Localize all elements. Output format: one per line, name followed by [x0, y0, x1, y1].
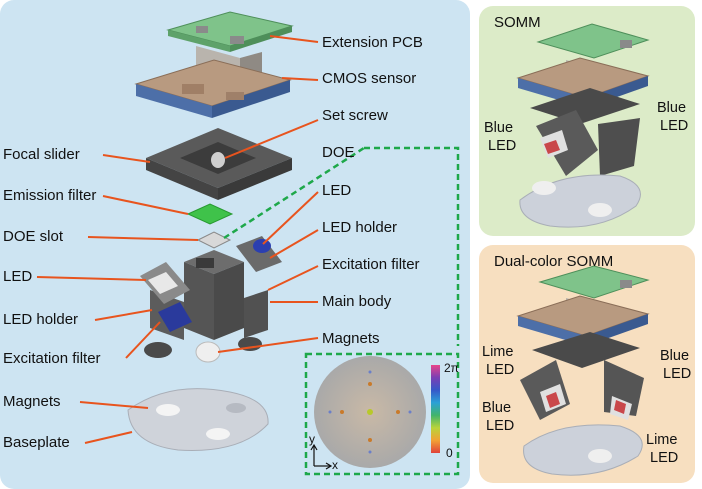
dual-label-lime-led-tl-line2: LED	[486, 362, 515, 378]
label-extension-pcb: Extension PCB	[322, 34, 423, 51]
label-cmos-sensor: CMOS sensor	[322, 70, 417, 87]
label-focal-slider: Focal slider	[3, 146, 80, 163]
dual-color-somm-assembled-device	[516, 265, 650, 476]
somm-assembled-device	[516, 23, 650, 228]
right-led-holder-part	[236, 236, 282, 272]
doe-slot-part	[196, 231, 232, 249]
dual-label-blue-led-tr-line2: LED	[663, 366, 692, 382]
label-excitation-filter-right: Excitation filter	[322, 256, 420, 273]
leader-lines	[36, 35, 319, 444]
label-set-screw: Set screw	[322, 107, 388, 124]
somm-label-blue-led-right-line1: Blue	[657, 100, 687, 116]
label-doe-slot: DOE slot	[3, 228, 64, 245]
left-led-holder-part	[140, 262, 192, 332]
label-baseplate: Baseplate	[3, 434, 70, 451]
label-led-left: LED	[3, 268, 33, 285]
main-body-part	[150, 250, 268, 340]
label-main-body: Main body	[322, 293, 392, 310]
magnet-left-part	[144, 342, 172, 358]
xy-axis-arrows	[310, 443, 333, 470]
axis-x-label: x	[332, 458, 338, 472]
somm-label-blue-led-left-line1: Blue	[484, 120, 514, 136]
label-emission-filter: Emission filter	[3, 187, 97, 204]
dual-label-lime-led-tl-line1: Lime	[482, 344, 514, 360]
label-led-right: LED	[322, 182, 352, 199]
phase-colorbar	[431, 365, 440, 453]
focal-slider-part	[146, 128, 292, 200]
somm-title: SOMM	[494, 14, 541, 31]
dual-label-lime-led-br-line1: Lime	[646, 432, 678, 448]
dual-label-blue-led-bl-line2: LED	[486, 418, 515, 434]
label-doe: DOE	[322, 144, 355, 161]
colorbar-min-label: 0	[446, 446, 453, 460]
label-magnets-left: Magnets	[3, 393, 61, 410]
label-magnets-right: Magnets	[322, 330, 380, 347]
label-led-holder-right: LED holder	[322, 219, 398, 236]
doe-phase-pattern	[314, 356, 426, 468]
colorbar-max-label: 2π	[444, 361, 459, 375]
baseplate-part	[127, 388, 269, 451]
magnet-right-part	[195, 341, 221, 363]
label-excitation-filter-left: Excitation filter	[3, 350, 101, 367]
dual-label-blue-led-tr-line1: Blue	[660, 348, 690, 364]
emission-filter-part	[186, 203, 234, 225]
label-led-holder-left: LED holder	[3, 311, 79, 328]
dual-color-somm-title: Dual-color SOMM	[494, 253, 614, 270]
axis-y-label: y	[309, 432, 315, 446]
cmos-sensor-part	[134, 59, 292, 118]
dual-label-blue-led-bl-line1: Blue	[482, 400, 512, 416]
doe-dashed-box	[223, 146, 460, 476]
somm-label-blue-led-right-line2: LED	[660, 118, 689, 134]
dual-label-lime-led-br-line2: LED	[650, 450, 679, 466]
somm-label-blue-led-left-line2: LED	[488, 138, 517, 154]
